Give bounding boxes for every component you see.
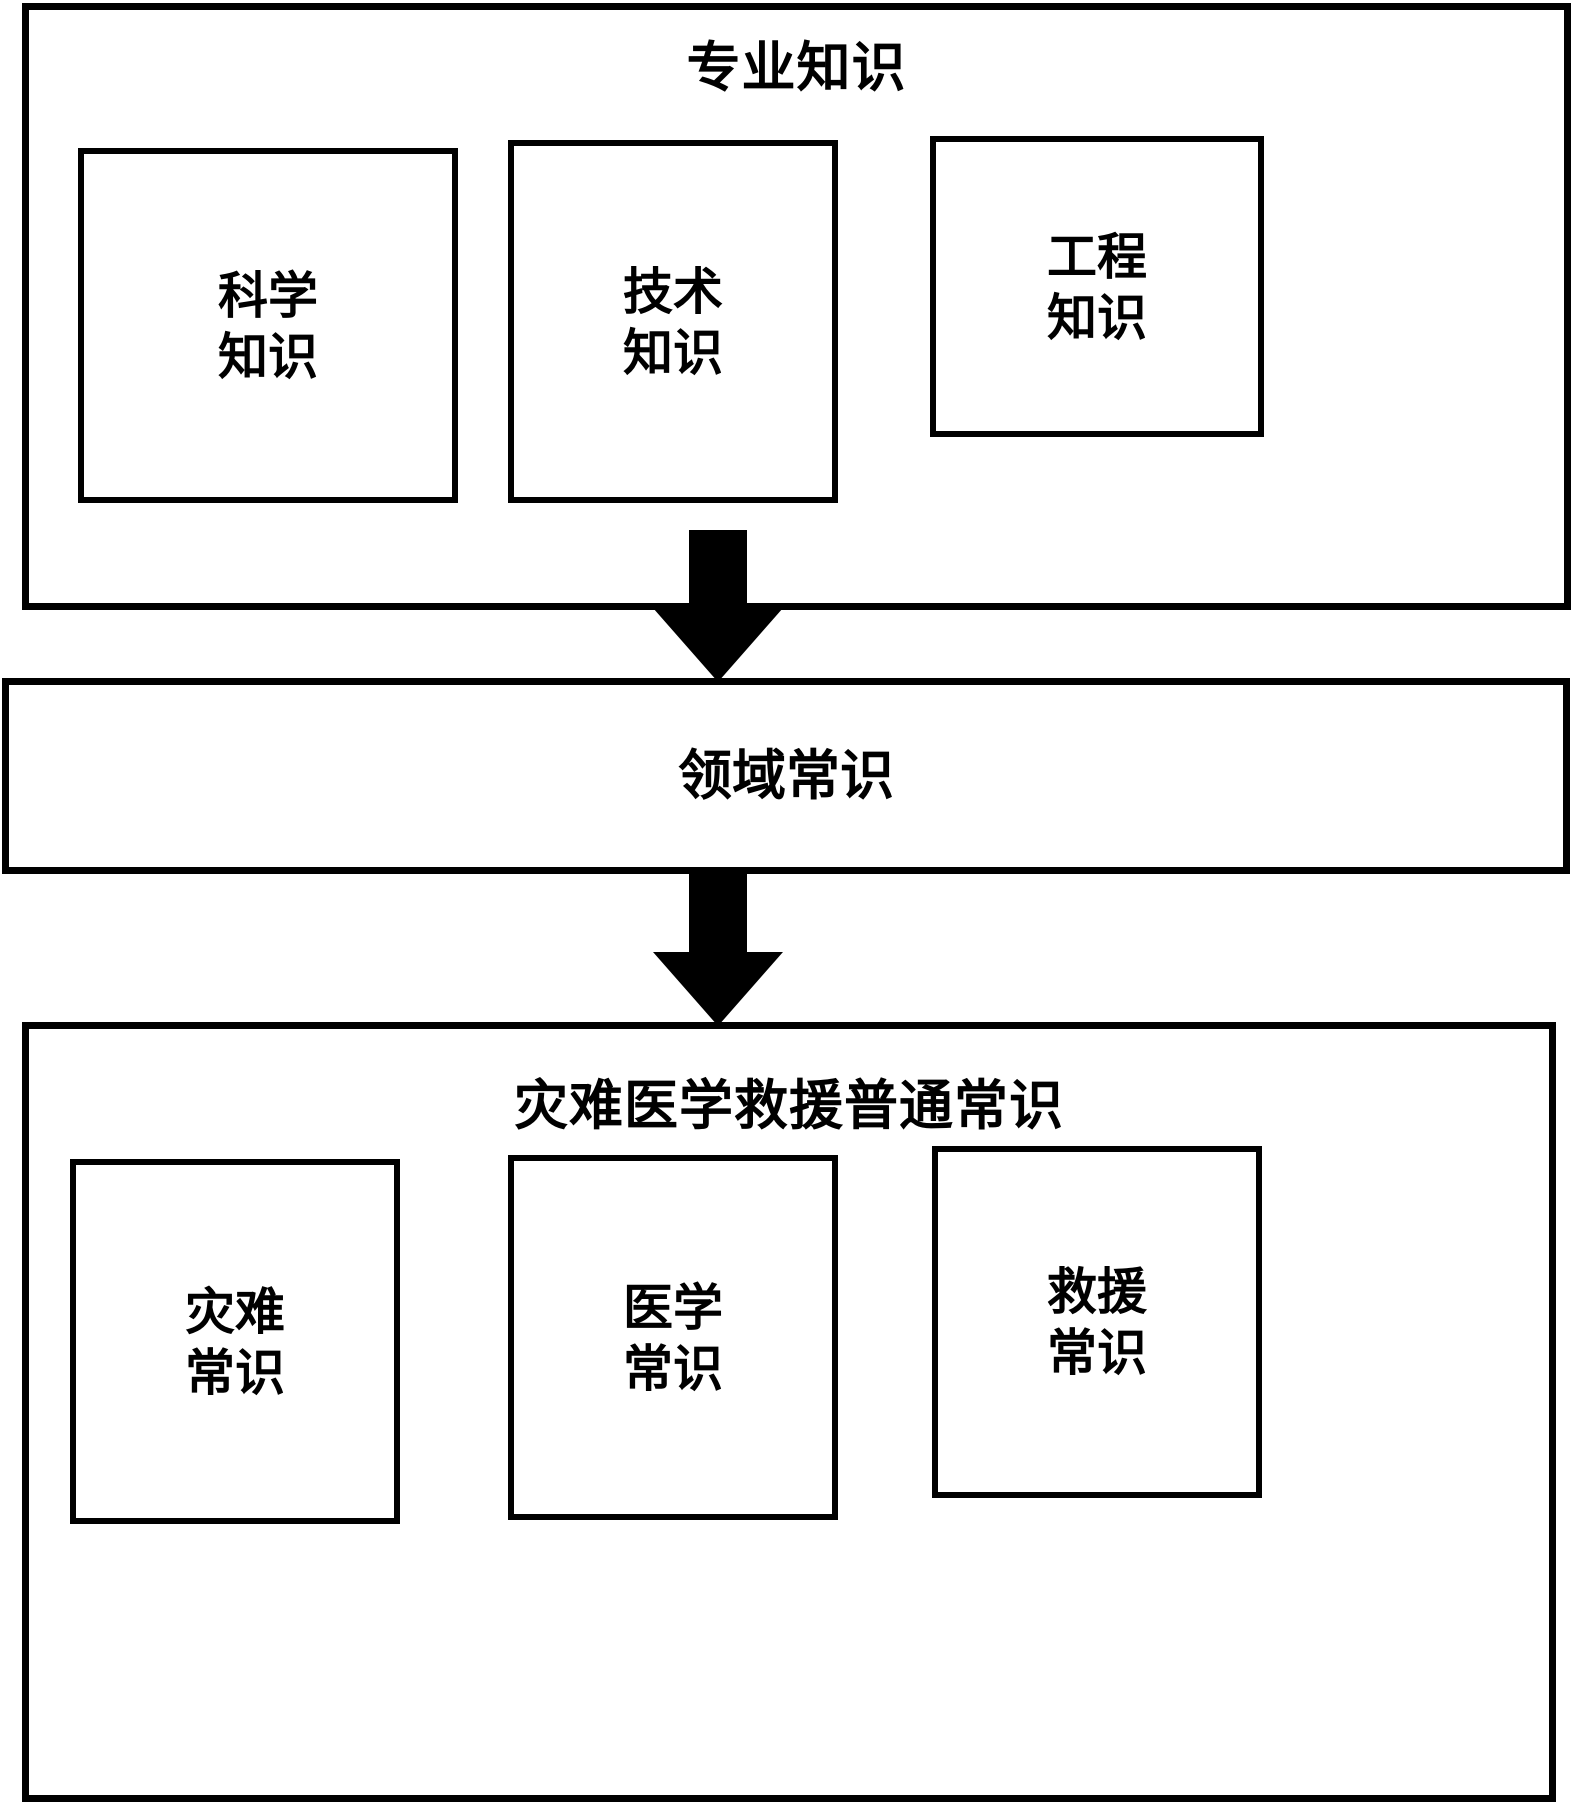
node-label-disaster-common-sense: 灾难 常识 [185,1281,285,1402]
node-label-engineering-knowledge: 工程 知识 [1047,226,1147,347]
group-title-disaster-medical-rescue-common-sense: 灾难医学救援普通常识 [514,1073,1064,1137]
group-title-professional-knowledge: 专业知识 [686,35,907,99]
node-disaster-common-sense[interactable]: 灾难 常识 [70,1159,400,1524]
group-title-domain-common-sense: 领域常识 [678,743,894,807]
node-label-technology-knowledge: 技术 知识 [623,261,723,382]
node-label-science-knowledge: 科学 知识 [218,265,318,386]
node-science-knowledge[interactable]: 科学 知识 [78,148,458,503]
group-domain-common-sense: 领域常识 [2,678,1570,874]
node-label-medical-common-sense: 医学 常识 [623,1277,723,1398]
node-engineering-knowledge[interactable]: 工程 知识 [930,136,1264,437]
arrow-domain-to-disaster-icon [653,874,783,1026]
node-technology-knowledge[interactable]: 技术 知识 [508,140,838,503]
node-medical-common-sense[interactable]: 医学 常识 [508,1155,838,1520]
node-rescue-common-sense[interactable]: 救援 常识 [932,1146,1262,1498]
node-label-rescue-common-sense: 救援 常识 [1047,1262,1147,1382]
arrow-professional-to-domain-icon [653,530,783,682]
